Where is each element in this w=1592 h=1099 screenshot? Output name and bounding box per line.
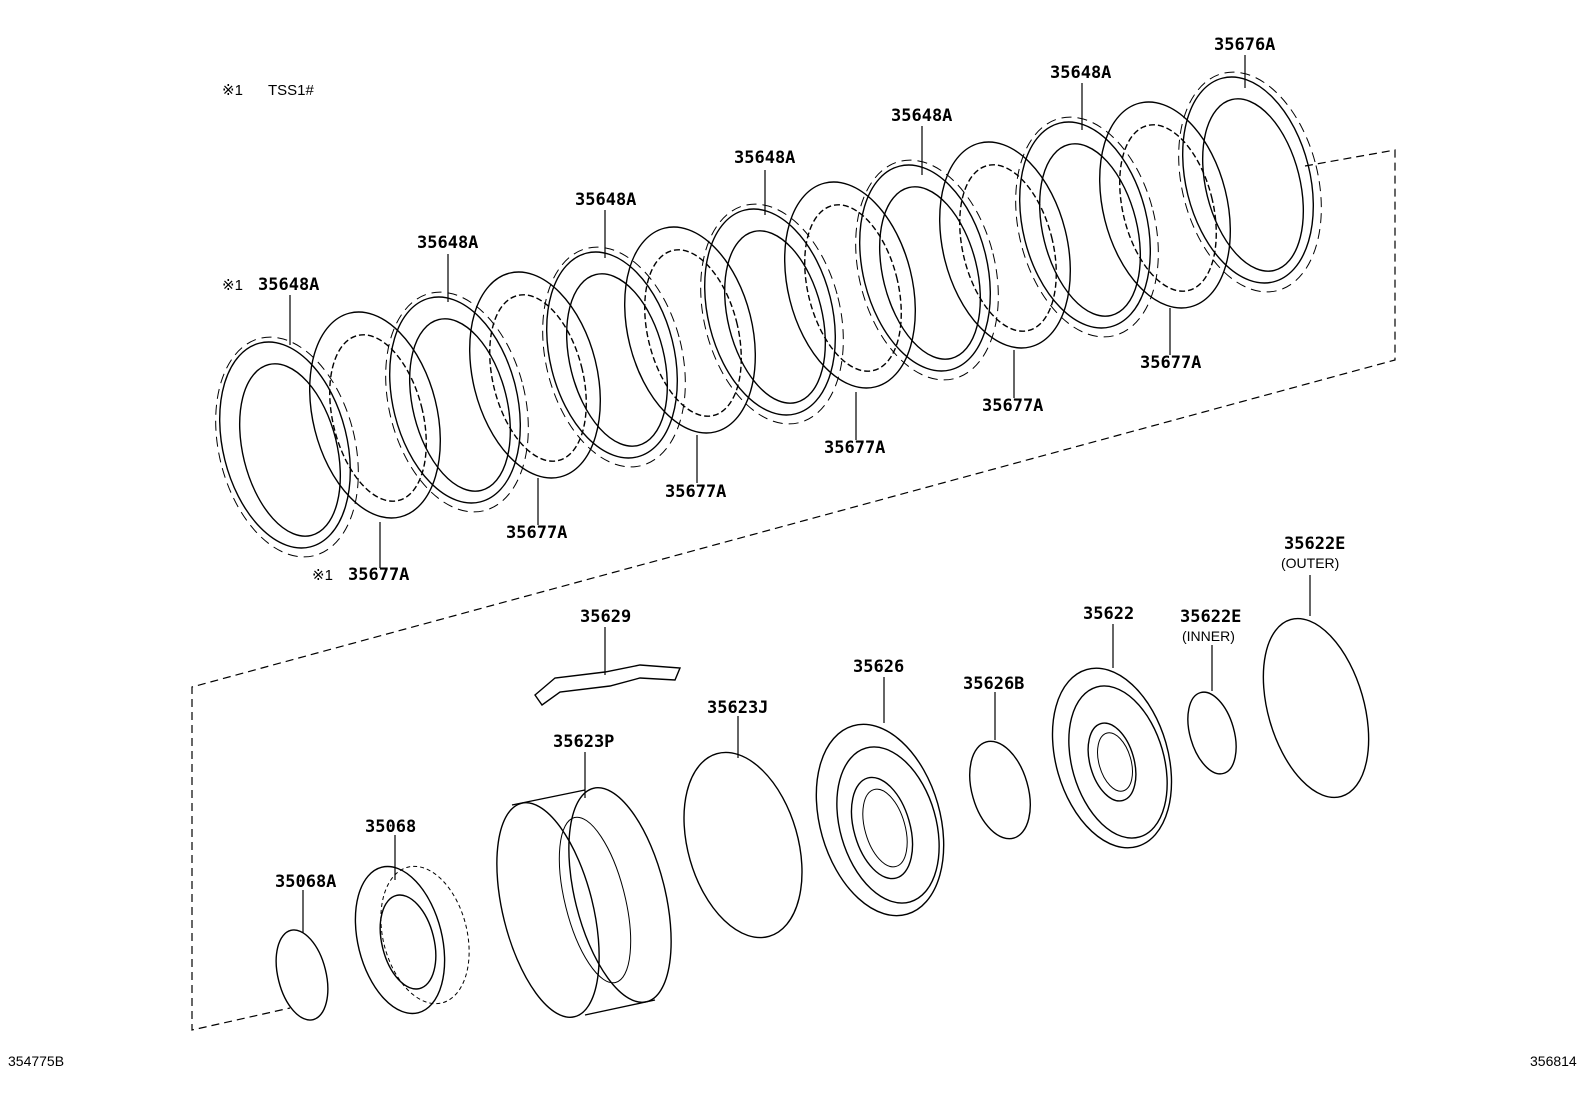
label-35068a: 35068A (275, 872, 336, 892)
label-35676a: 35676A (1214, 35, 1275, 55)
piston-35622 (1051, 667, 1173, 849)
label-35626b: 35626B (963, 674, 1024, 694)
label-35622: 35622 (1083, 604, 1134, 624)
label-35623p: 35623P (553, 732, 614, 752)
spring-plate-35629 (534, 664, 682, 706)
ref-left: 354775B (8, 1053, 64, 1069)
snap-ring-35068a (275, 929, 329, 1021)
label-35677a-4: 35677A (824, 438, 885, 458)
label-35622e-inner: 35622E (1180, 607, 1241, 627)
label-35648a-6: 35648A (1050, 63, 1111, 83)
outer-o-ring (1262, 617, 1370, 799)
hub-35068 (354, 865, 470, 1015)
label-35648a-3: 35648A (575, 190, 636, 210)
label-35677a-1-mark: ※1 (312, 567, 333, 584)
label-35677a-6: 35677A (1140, 353, 1201, 373)
label-35648a-1-mark: ※1 (222, 277, 243, 294)
plate-3 (542, 246, 686, 468)
plate-7 (1178, 71, 1322, 293)
label-35648a-2: 35648A (417, 233, 478, 253)
label-35622e-outer-sub: (OUTER) (1281, 555, 1339, 571)
disc-2 (468, 271, 602, 479)
label-35648a-1: 35648A (258, 275, 319, 295)
plate-6 (1015, 116, 1159, 338)
label-35623j: 35623J (707, 698, 768, 718)
plate-5 (855, 159, 999, 381)
disc-3 (623, 226, 757, 434)
label-35677a-3: 35677A (665, 482, 726, 502)
note-mark: ※1 (222, 82, 243, 99)
o-ring-35626b (969, 740, 1031, 840)
drum-35623p (496, 787, 672, 1018)
disc-6 (1098, 101, 1232, 309)
label-35626: 35626 (853, 657, 904, 677)
o-ring-35623j (683, 751, 803, 939)
label-35677a-5: 35677A (982, 396, 1043, 416)
plate-4 (700, 203, 844, 425)
inner-o-ring (1187, 691, 1237, 775)
disc-1 (308, 311, 442, 519)
label-35629: 35629 (580, 607, 631, 627)
plate-2 (385, 291, 529, 513)
note-text: TSS1# (268, 82, 315, 99)
label-35677a-1: 35677A (348, 565, 409, 585)
label-35648a-5: 35648A (891, 106, 952, 126)
ref-right: 356814 (1530, 1053, 1577, 1069)
label-35622e-inner-sub: (INNER) (1182, 628, 1235, 644)
label-35648a-4: 35648A (734, 148, 795, 168)
disc-5 (938, 141, 1072, 349)
disc-4 (783, 181, 917, 389)
label-35068: 35068 (365, 817, 416, 837)
leader-lines (289, 55, 1246, 568)
label-35677a-2: 35677A (506, 523, 567, 543)
cylinder-35626 (815, 723, 945, 917)
clutch-pack (215, 71, 1322, 558)
label-35622e-outer: 35622E (1284, 534, 1345, 554)
assembly-boundary (191, 149, 1396, 1031)
plate-1 (215, 336, 359, 558)
